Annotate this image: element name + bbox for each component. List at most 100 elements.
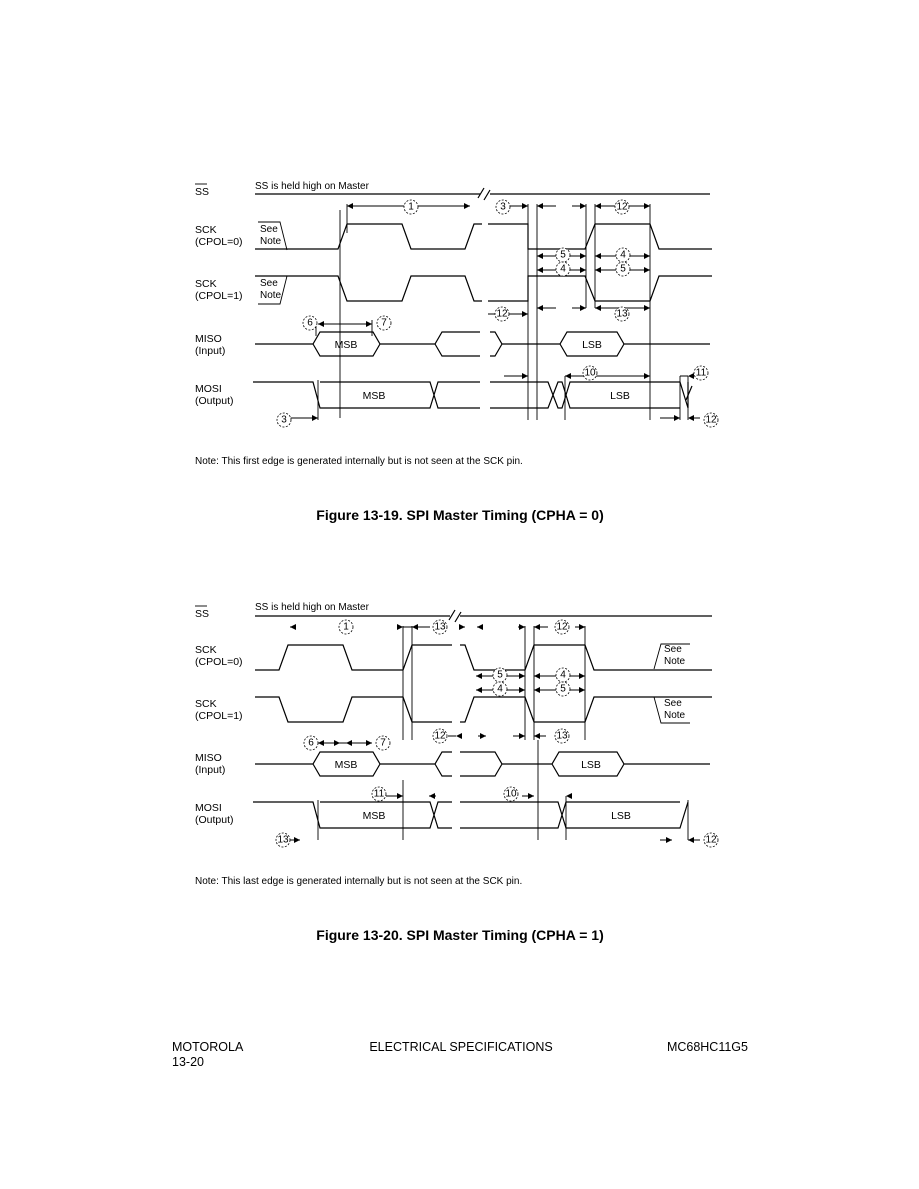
svg-text:5: 5	[560, 250, 566, 261]
mosi-msb-label: MSB	[363, 390, 386, 402]
break-mark	[477, 187, 491, 201]
timing-marker: 3	[276, 412, 292, 428]
figure-caption: Figure 13-20. SPI Master Timing (CPHA = …	[316, 927, 603, 943]
sck-cpol1-label: SCK	[195, 698, 217, 710]
sck-cpol1-label: SCK	[195, 278, 217, 290]
dimension-lines	[290, 626, 700, 841]
miso-direction: (Input)	[195, 764, 225, 776]
see-note-see: See	[664, 644, 682, 655]
svg-text:12: 12	[496, 309, 508, 320]
see-note-see: See	[260, 224, 278, 235]
see-note-see: See	[260, 278, 278, 289]
see-note-bracket	[258, 275, 288, 305]
svg-text:7: 7	[380, 738, 386, 749]
figure-note: Note: This first edge is generated inter…	[195, 456, 523, 467]
timing-marker: 11	[693, 365, 709, 381]
miso-msb-label: MSB	[335, 759, 358, 771]
miso-lsb-label: LSB	[582, 339, 602, 351]
timing-marker: 11	[371, 786, 387, 802]
svg-text:5: 5	[497, 670, 503, 681]
ss-label: SS	[195, 608, 209, 620]
svg-text:13: 13	[277, 835, 289, 846]
svg-text:12: 12	[434, 731, 446, 742]
sck-cpol0-waveform	[255, 644, 452, 671]
dimension-lines	[290, 205, 700, 419]
sck-cpol1-mode: (CPOL=1)	[195, 290, 243, 302]
miso-direction: (Input)	[195, 345, 225, 357]
mosi-direction: (Output)	[195, 395, 234, 407]
timing-marker: 13	[614, 306, 630, 322]
svg-text:6: 6	[308, 738, 314, 749]
see-note-note: Note	[260, 236, 282, 247]
timing-marker: 13	[275, 832, 291, 848]
timing-marker: 1	[403, 199, 419, 215]
timing-marker: 6	[302, 315, 318, 331]
sck-cpol0-mode: (CPOL=0)	[195, 236, 243, 248]
figure-caption: Figure 13-19. SPI Master Timing (CPHA = …	[316, 507, 603, 523]
sck-cpol0-waveform	[255, 223, 482, 250]
timing-marker: 12	[614, 199, 630, 215]
svg-text:4: 4	[560, 264, 566, 275]
mosi-lsb-label: LSB	[611, 810, 631, 822]
timing-marker: 5	[492, 667, 508, 683]
timing-marker: 12	[554, 619, 570, 635]
svg-text:12: 12	[556, 622, 568, 633]
timing-marker: 4	[492, 681, 508, 697]
ss-label: SS	[195, 186, 209, 198]
svg-text:3: 3	[500, 202, 506, 213]
mosi-direction: (Output)	[195, 814, 234, 826]
timing-marker: 4	[555, 667, 571, 683]
svg-text:7: 7	[381, 318, 387, 329]
sck-cpol1-waveform	[255, 275, 482, 302]
timing-marker: 12	[432, 728, 448, 744]
figure-note: Note: This last edge is generated intern…	[195, 876, 522, 887]
timing-marker: 10	[582, 365, 598, 381]
svg-text:11: 11	[374, 789, 385, 800]
figure-13-19: SS SS is held high on Master SCK (CPOL=0…	[195, 181, 719, 523]
miso-waveform	[255, 331, 710, 357]
svg-text:13: 13	[434, 622, 446, 633]
miso-label: MISO	[195, 333, 222, 345]
svg-text:1: 1	[343, 622, 349, 633]
sck-cpol1-waveform	[255, 696, 452, 723]
see-note-note: Note	[664, 656, 686, 667]
miso-msb-label: MSB	[335, 339, 358, 351]
mosi-edge	[685, 385, 693, 401]
mosi-label: MOSI	[195, 383, 222, 395]
timing-marker: 4	[615, 247, 631, 263]
svg-text:12: 12	[616, 202, 628, 213]
timing-marker: 13	[432, 619, 448, 635]
see-note-note: Note	[664, 710, 686, 721]
svg-text:10: 10	[505, 789, 517, 800]
ss-note-text: SS is held high on Master	[255, 181, 370, 192]
svg-text:4: 4	[497, 684, 503, 695]
timing-marker: 10	[503, 786, 519, 802]
timing-marker: 6	[303, 735, 319, 751]
break-mark	[448, 609, 462, 623]
timing-marker: 5	[555, 247, 571, 263]
see-note-note: Note	[260, 290, 282, 301]
svg-text:5: 5	[620, 264, 626, 275]
svg-text:13: 13	[556, 731, 568, 742]
timing-marker: 3	[495, 199, 511, 215]
footer-page-number: 13-20	[172, 1055, 204, 1069]
timing-marker: 5	[555, 681, 571, 697]
sck-cpol0-mode: (CPOL=0)	[195, 656, 243, 668]
timing-marker: 12	[703, 832, 719, 848]
mosi-lsb-label: LSB	[610, 390, 630, 402]
timing-marker: 1	[338, 619, 354, 635]
svg-text:4: 4	[560, 670, 566, 681]
svg-text:6: 6	[307, 318, 313, 329]
see-note-see: See	[664, 698, 682, 709]
footer-publisher: MOTOROLA	[172, 1040, 244, 1054]
sck-cpol1-waveform	[488, 275, 712, 302]
svg-text:10: 10	[584, 368, 596, 379]
timing-marker: 5	[615, 261, 631, 277]
footer-section: ELECTRICAL SPECIFICATIONS	[369, 1040, 552, 1054]
svg-text:11: 11	[696, 368, 707, 379]
svg-text:13: 13	[616, 309, 628, 320]
miso-lsb-label: LSB	[581, 759, 601, 771]
timing-marker: 12	[703, 412, 719, 428]
sck-cpol0-label: SCK	[195, 224, 217, 236]
